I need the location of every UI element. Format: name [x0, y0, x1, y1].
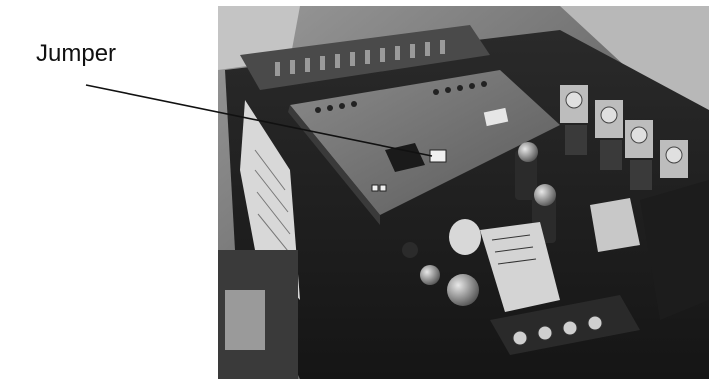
film-capacitor — [590, 198, 640, 252]
capacitor — [402, 242, 418, 258]
power-transistors — [560, 85, 688, 190]
jumper-block — [429, 149, 447, 163]
inductor — [449, 219, 481, 255]
capacitor — [420, 265, 440, 285]
ic-chip — [385, 143, 425, 172]
leader-line — [85, 84, 433, 157]
capacitor — [515, 150, 537, 200]
jumper-label: Jumper — [36, 40, 117, 67]
terminal-plate — [225, 290, 265, 350]
daughter-board — [290, 70, 560, 215]
capacitor — [447, 274, 479, 306]
crystal-component — [483, 107, 509, 127]
transformer — [480, 222, 560, 312]
